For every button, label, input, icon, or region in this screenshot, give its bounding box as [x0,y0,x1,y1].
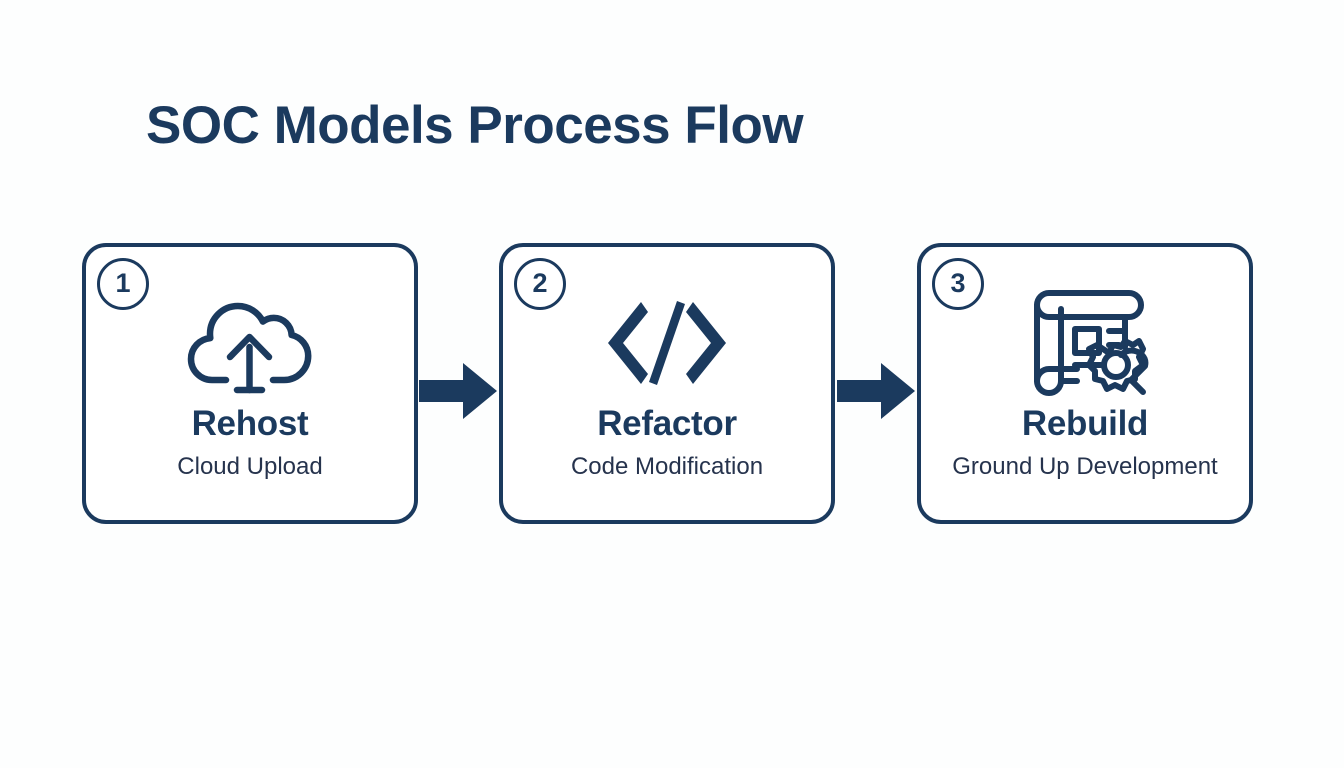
step-subtitle-rebuild: Ground Up Development [952,453,1218,481]
cloud-upload-icon [86,283,414,403]
step-title-refactor: Refactor [597,404,737,443]
step-title-rebuild: Rebuild [1021,404,1149,443]
step-card-rehost[interactable]: 1 Rehost Cloud Upload [82,243,418,524]
step-number-badge-2: 2 [514,258,566,310]
process-flow-row: 1 Rehost Cloud Upload 2 [0,243,1344,543]
code-brackets-icon [503,283,831,403]
arrow-right-icon-2 [837,363,915,419]
step-title-rehost: Rehost [191,404,309,443]
page-title: SOC Models Process Flow [146,96,804,155]
step-number-badge-1: 1 [97,258,149,310]
step-text-rebuild: Rebuild Ground Up Development [921,404,1249,483]
step-text-rehost: Rehost Cloud Upload [86,404,414,483]
step-subtitle-rehost: Cloud Upload [177,453,323,481]
step-card-refactor[interactable]: 2 Refactor Code Modification [499,243,835,524]
step-card-rebuild[interactable]: 3 [917,243,1253,524]
arrow-right-icon-1 [419,363,497,419]
step-text-refactor: Refactor Code Modification [503,404,831,483]
blueprint-gear-wrench-icon [921,283,1249,403]
step-subtitle-refactor: Code Modification [570,453,764,481]
step-number-badge-3: 3 [932,258,984,310]
